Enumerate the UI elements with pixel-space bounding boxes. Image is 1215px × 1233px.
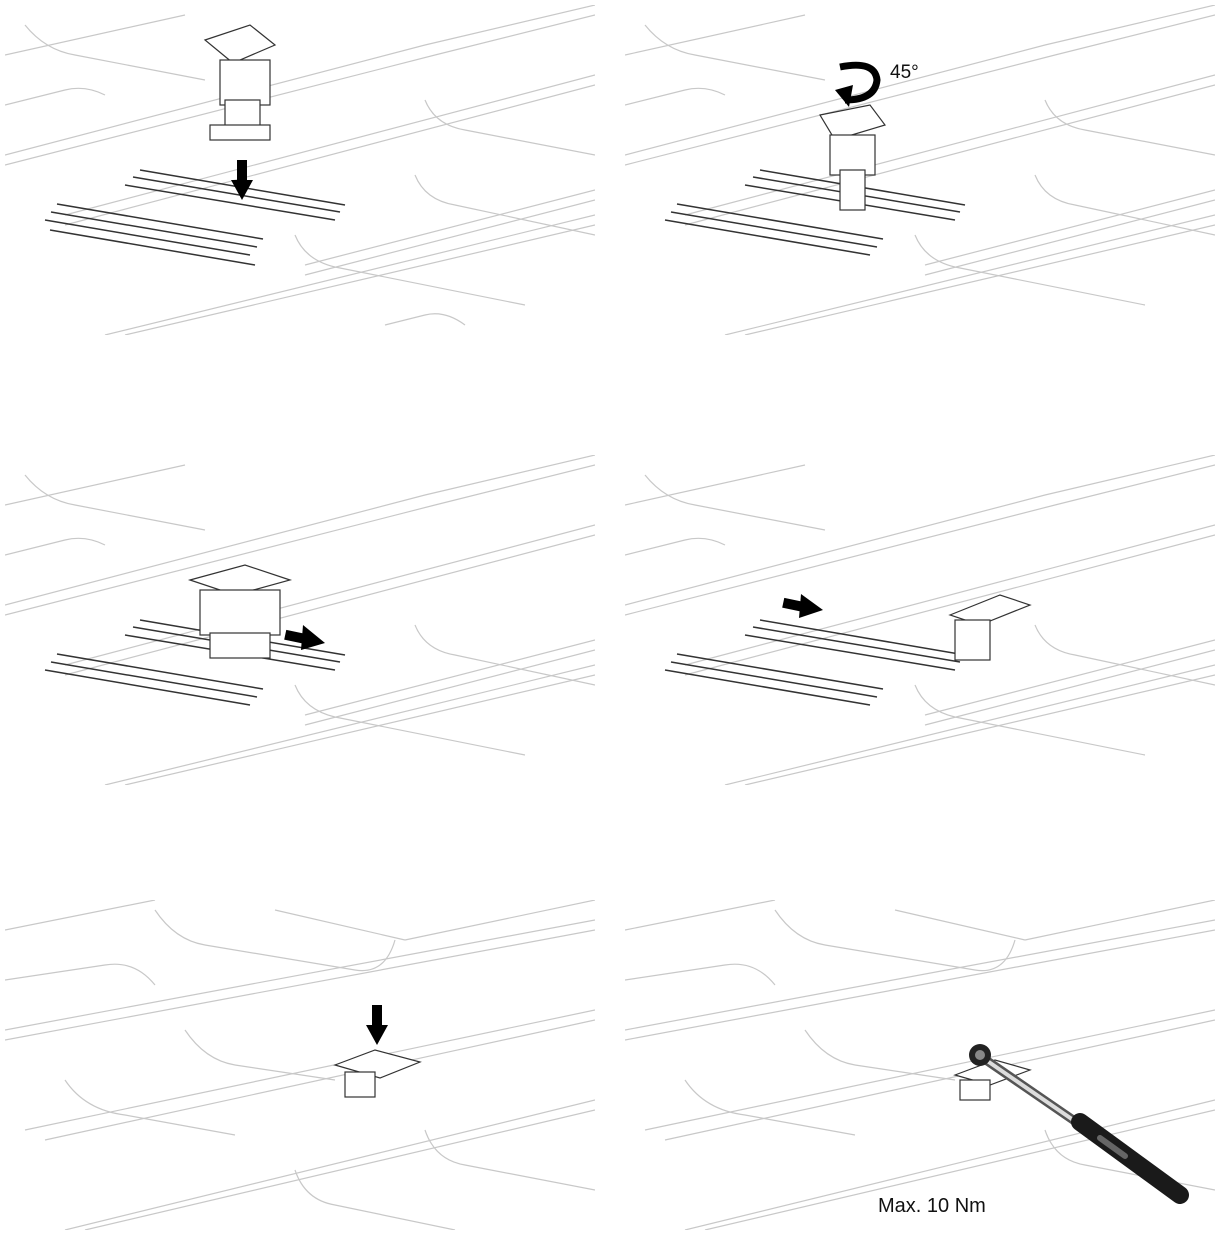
module-clamp xyxy=(820,105,885,210)
mounting-rail xyxy=(665,170,965,255)
step-1-insert-panel xyxy=(5,5,595,335)
module-clamp xyxy=(190,565,290,658)
rotate-arrow-icon xyxy=(835,65,877,107)
step-3-illustration xyxy=(5,455,595,785)
step-5-illustration xyxy=(5,900,595,1230)
step-1-illustration xyxy=(5,5,595,335)
mounting-rail xyxy=(45,170,345,265)
module-clamp xyxy=(950,595,1030,660)
step-5-press-panel xyxy=(5,900,595,1230)
step-4-position-panel xyxy=(625,455,1215,785)
down-arrow-icon xyxy=(366,1005,388,1045)
step-2-illustration xyxy=(625,5,1215,335)
module-clamp xyxy=(335,1050,420,1097)
step-3-slide-panel xyxy=(5,455,595,785)
step-4-illustration xyxy=(625,455,1215,785)
step-6-illustration xyxy=(625,900,1215,1230)
step-6-tighten-panel xyxy=(625,900,1215,1230)
module-clamp xyxy=(205,25,275,140)
mounting-rail xyxy=(665,620,965,705)
step-2-rotate-panel xyxy=(625,5,1215,335)
max-torque-label: Max. 10 Nm xyxy=(878,1195,986,1218)
right-arrow-icon xyxy=(782,594,823,618)
torque-wrench-icon xyxy=(969,1044,1180,1195)
rotation-angle-label: 45° xyxy=(890,62,919,84)
